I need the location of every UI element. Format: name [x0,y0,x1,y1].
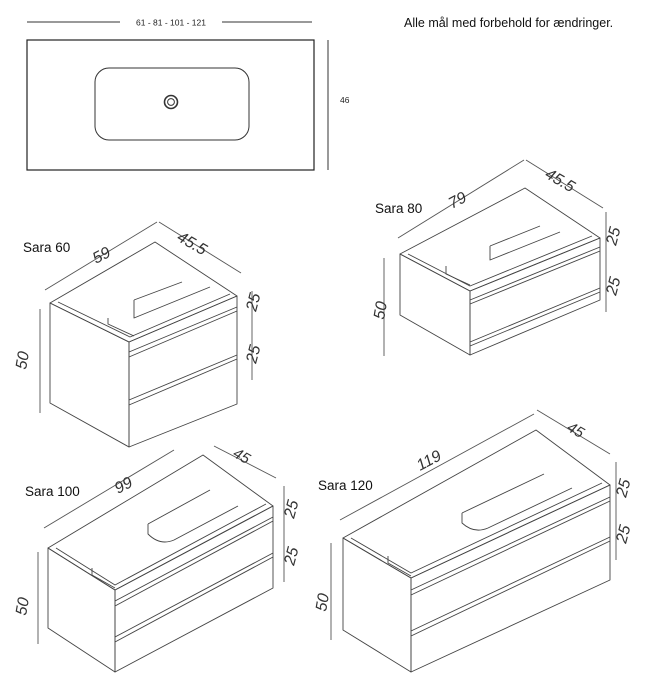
sara-60-front-line-2 [128,310,238,358]
sara-120-drawer-lower-label: 25 [613,523,634,546]
sara-80-side [399,253,471,356]
model-label-sara-120: Sara 120 [318,478,373,493]
sara-80-front-line-2 [469,250,601,305]
sara-80-width-dim [397,159,525,239]
sara-100-basin-edge [147,489,211,525]
sara-60-height-label: 50 [13,350,33,371]
sara-120-side [342,537,412,673]
sara-60-front-line-3 [128,354,238,401]
basin-top-outline [26,39,315,171]
drain-icon [163,94,179,110]
sara-80-basin-edge [489,225,541,247]
basin-bowl-outline [94,67,250,141]
sara-60-basin-left [107,318,135,337]
sara-100-front [114,505,274,673]
sara-120-width-dim [339,413,535,521]
cabinet-sara-120 [330,409,617,673]
sara-100-inner-rim [55,503,267,586]
cabinet-sara-100 [37,445,285,673]
sara-100-basin-left [91,568,116,589]
sara-100-width-label: 99 [112,474,136,497]
sara-60-depth-dim [158,221,242,274]
model-label-sara-60: Sara 60 [23,240,71,255]
sara-80-front-line-1 [469,246,601,301]
sara-100-front-line-1 [114,516,274,602]
sara-60-drawer-lower-label: 25 [243,343,264,366]
cabinet-sara-60 [39,221,253,448]
sara-120-front-line-4 [410,540,611,637]
sara-60-inner-rim [57,293,231,338]
model-label-sara-100: Sara 100 [25,484,80,499]
sara-100-side [47,547,116,673]
sara-80-basin-right [489,231,561,261]
sara-60-front [128,295,238,448]
sara-100-front-line-3 [114,552,274,638]
sara-100-depth-dim [213,445,277,479]
sara-120-front-line-1 [410,496,611,591]
sara-120-drawer-upper-label: 25 [613,477,634,500]
sara-60-basin-edge [133,281,183,301]
top-view-width-label: 61 - 81 - 101 - 121 [136,18,206,28]
sara-80-depth-dim [525,159,604,209]
sara-60-side [49,302,130,448]
model-label-sara-80: Sara 80 [375,201,423,216]
sara-60-drawer-upper-label: 25 [243,291,264,314]
sara-80-depth-label: 45.5 [542,166,578,196]
sara-120-width-label: 119 [414,447,445,474]
sara-80-inner-rim [407,235,593,287]
sara-100-height-label: 50 [13,596,33,617]
sara-80-drawer-upper-label: 25 [603,225,624,248]
sara-120-front-line-2 [410,500,611,596]
sara-80-top [399,187,601,292]
sara-60-front-line-1 [128,306,238,353]
sara-120-depth-dim [536,409,611,455]
sara-60-basin-right [133,286,211,319]
sara-120-basin-right [461,487,573,531]
sara-80-basin-left [445,266,471,286]
sara-100-top [47,454,274,591]
sara-120-depth-label: 45 [564,419,588,442]
disclaimer-note: Alle mål med forbehold for ændringer. [404,16,614,30]
sara-120-height-label: 50 [313,592,333,613]
sara-80-drawer-lower-label: 25 [603,275,624,298]
sara-100-drawer-lower-label: 25 [281,545,302,568]
sara-120-basin-edge [461,473,545,514]
top-view-depth-label: 46 [340,95,350,105]
sara-60-top [49,241,238,343]
sara-100-front-line-4 [114,556,274,643]
sara-100-front-line-2 [114,520,274,607]
sara-80-height-label: 50 [371,300,391,321]
sara-100-drawer-upper-label: 25 [281,498,302,521]
sara-120-basin-left [387,556,412,577]
sara-60-width-label: 59 [90,244,114,267]
sara-80-front-line-4 [469,291,601,347]
sara-60-front-line-4 [128,358,238,406]
sara-120-inner-rim [350,482,603,574]
sara-60-width-dim [44,221,158,291]
sara-120-front-line-3 [410,536,611,632]
drain-inner-ring [167,98,175,106]
sara-100-basin-right [147,505,239,543]
top-view [26,21,329,171]
sara-120-front [410,484,611,673]
sara-80-front-line-3 [469,287,601,343]
sara-80-front [469,237,601,356]
sara-100-depth-label: 45 [230,445,254,468]
sara-60-depth-label: 45.5 [174,229,210,259]
sara-100-width-dim [43,449,175,529]
sara-80-width-label: 79 [446,189,470,212]
cabinet-sara-80 [383,159,607,356]
